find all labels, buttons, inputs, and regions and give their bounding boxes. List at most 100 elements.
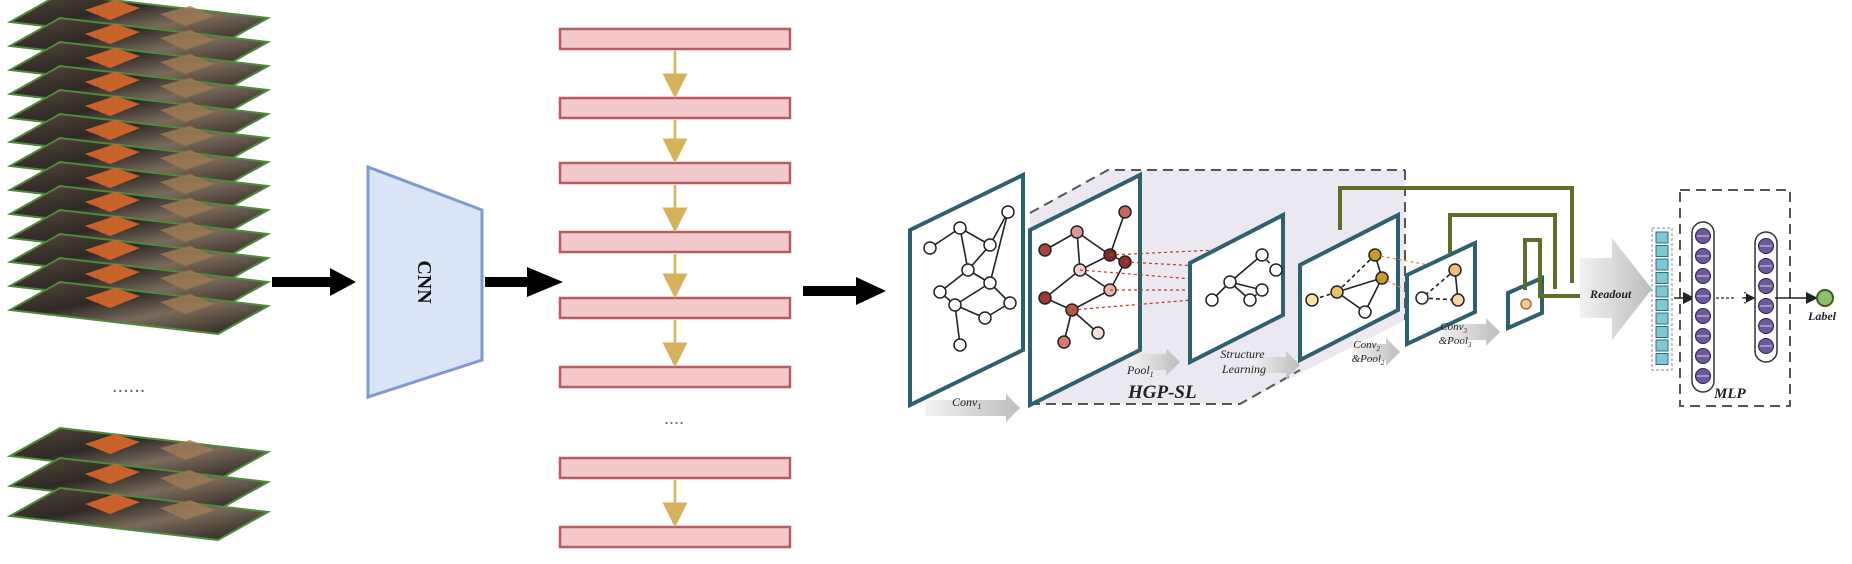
graph-node [961, 263, 975, 277]
feature-vector [558, 525, 792, 549]
cnn-label: CNN [413, 260, 435, 304]
frames-ellipsis: ...... [112, 375, 145, 397]
graph-node [978, 311, 992, 325]
readout-label: Readout [1589, 287, 1632, 301]
graph-node [1038, 243, 1052, 257]
skip-connections [1338, 186, 1580, 298]
feature-vector [558, 161, 792, 185]
graph-node [953, 221, 967, 235]
feature-vector [558, 96, 792, 120]
feature-vector [558, 230, 792, 254]
graph-node [1091, 326, 1105, 340]
gray-flow-arrow [1250, 351, 1300, 379]
feature-vector [558, 27, 792, 51]
mlp-layer [1754, 231, 1778, 363]
readout-cell [1655, 272, 1669, 284]
conv3-graph-panel: Conv3 &Pool3 [1405, 239, 1477, 349]
readout-cell [1655, 285, 1669, 298]
graph-node [1451, 293, 1465, 307]
mlp-ellipsis: ⋮ [1738, 289, 1752, 305]
graph-node [1118, 205, 1132, 219]
flow-arrows [925, 318, 1500, 422]
graph-edge [1336, 277, 1383, 293]
feature-vector-sequence [558, 27, 792, 549]
graph-edge [1071, 289, 1111, 311]
structure-learning-panel: Structure Learning [1188, 211, 1285, 376]
video-frame-stack [6, 0, 272, 336]
graph-node [983, 238, 997, 252]
pool1-graph-panel: Pool1 [1028, 171, 1278, 409]
graph-node [1205, 293, 1219, 307]
video-frame [6, 64, 272, 120]
skip-connection [1523, 238, 1580, 298]
arrow-cnn-to-features [485, 267, 563, 297]
readout-cell [1655, 245, 1669, 257]
readout-cell [1655, 258, 1669, 271]
video-frame [6, 208, 272, 264]
graph-node [1003, 296, 1017, 310]
video-frame [6, 184, 272, 240]
mlp-region: ⋮ MLP [1674, 189, 1791, 407]
feature-vector [558, 296, 792, 320]
structure-learning-graph [1205, 248, 1283, 307]
conv1-graph-panel: Conv1 [908, 171, 1025, 411]
conv1-graph [923, 205, 1017, 352]
projection-line [1109, 243, 1261, 256]
graph-edge [954, 282, 991, 306]
readout-cell [1655, 299, 1669, 311]
graph-node [933, 285, 947, 299]
readout-cell [1655, 326, 1669, 338]
readout-cell [1655, 231, 1669, 244]
arrow-frames-to-cnn [272, 268, 356, 296]
output-node: Label [1775, 289, 1837, 323]
gray-flow-arrow [1130, 348, 1180, 376]
video-frame [6, 280, 272, 336]
skip-connection [1338, 186, 1574, 283]
output-label: Label [1807, 309, 1837, 323]
graph-node [923, 241, 937, 255]
graph-node [1358, 305, 1372, 319]
graph-node [1070, 225, 1084, 239]
graph-edge [1336, 254, 1376, 293]
conv1-label: Conv1 [952, 395, 981, 411]
gray-flow-arrow [1352, 338, 1400, 366]
graph-node [1057, 335, 1071, 349]
readout-vector [1651, 227, 1673, 371]
graph-node [1255, 248, 1269, 262]
pool3-graph-panel [1506, 274, 1544, 332]
skip-connection [1448, 213, 1557, 289]
mlp-layer [1691, 221, 1715, 393]
graph-node [1330, 285, 1344, 299]
graph-node [953, 338, 967, 352]
graph-node [1255, 283, 1269, 297]
graph-edge [1229, 254, 1263, 283]
graph-edge [1044, 269, 1081, 299]
conv3-label: Conv3 &Pool3 [1439, 321, 1472, 349]
readout-cell [1655, 353, 1669, 365]
graph-node [1305, 293, 1319, 307]
graph-node [948, 298, 962, 312]
graph-node [1269, 263, 1283, 277]
graph-edge [989, 211, 1009, 284]
graph-node [1415, 291, 1429, 305]
pool1-graph [1038, 205, 1278, 349]
readout-frame [1651, 227, 1673, 371]
graph-node [1243, 293, 1257, 307]
cnn-block: CNN [366, 164, 484, 400]
video-frame [6, 256, 272, 312]
mlp-label: MLP [1713, 386, 1747, 402]
gray-flow-arrow [925, 394, 1020, 422]
video-frame-stack-bottom [6, 426, 272, 542]
hgpsl-label: HGP-SL [1127, 382, 1197, 403]
projection-line [1124, 261, 1278, 275]
conv3-graph [1415, 263, 1465, 307]
mlp-layers: ⋮ [1674, 221, 1778, 393]
gray-flow-arrow [1440, 318, 1500, 346]
pool1-label: Pool1 [1126, 363, 1154, 379]
conv2-label: Conv2 &Pool2 [1352, 339, 1385, 367]
video-frame [6, 486, 272, 542]
feature-vector [558, 456, 792, 480]
features-ellipsis: .... [664, 408, 684, 428]
arrow-features-to-graph [803, 277, 886, 305]
video-frame [6, 112, 272, 168]
